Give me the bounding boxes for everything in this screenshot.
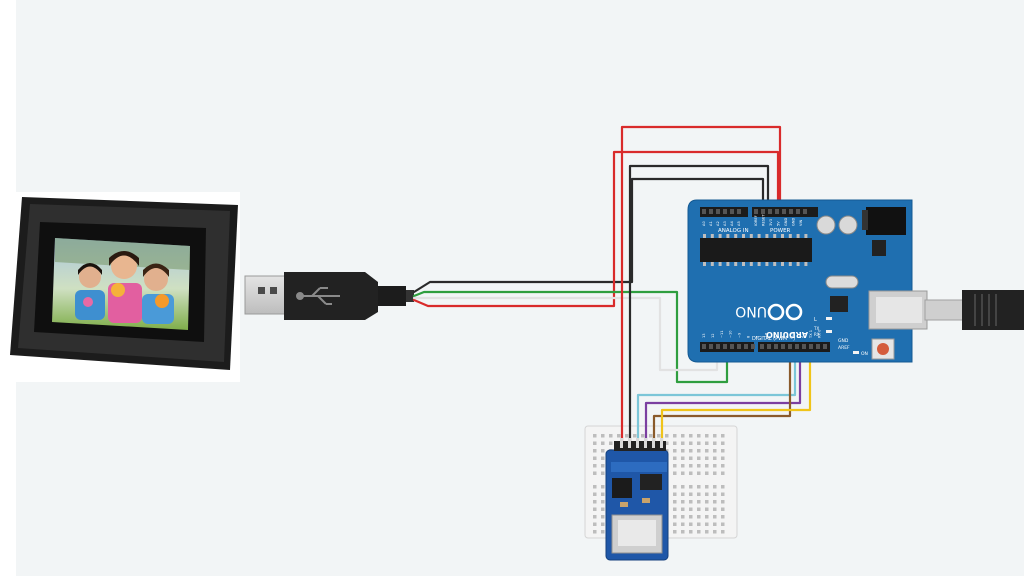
arduino-uno-board: ANALOG IN POWER DIGITAL (PWM ~) AREF GND… [687, 199, 928, 363]
power-pin-label: GND [792, 218, 796, 226]
power-pin-label: GND [784, 218, 788, 226]
digital-header-high [758, 342, 830, 352]
digital-pin-label: 13 [702, 333, 706, 338]
digital-pin-label: ~9 [738, 332, 742, 338]
digital-pin-label: TX 1 [809, 330, 813, 339]
atmega-chip-legs [703, 234, 808, 266]
power-pin-label: VIN [799, 219, 803, 226]
analog-pin-label: A2 [716, 221, 720, 226]
sd-gnd-wire [628, 164, 770, 448]
power-pin-label: IOREF [754, 215, 758, 226]
digital-pin-label: RX 0 [818, 329, 822, 338]
jumper-wires [412, 125, 812, 448]
gnd-label: GND [838, 338, 849, 344]
power-header-label: POWER [770, 228, 791, 234]
analog-pin-label: A4 [730, 221, 734, 226]
atmega-chip [700, 238, 812, 262]
digital-pin-label: ~6 [764, 332, 768, 338]
usb-wire-green [412, 290, 729, 384]
digital-pin-label: ~5 [773, 333, 777, 338]
crystal [825, 275, 859, 289]
digital-pin-label: ~11 [720, 330, 724, 338]
capacitor-1 [816, 215, 836, 235]
led-l-label: L [814, 317, 817, 323]
reset-button-cap [877, 343, 889, 355]
usb-wire-black [412, 177, 765, 294]
analog-pin-label: A3 [723, 221, 727, 226]
power-pin-label: 5V [777, 221, 781, 226]
sd-regulator-chip [640, 474, 662, 490]
digital-pin-label: ~10 [729, 330, 733, 338]
power-pin-label: RESET [762, 214, 766, 226]
led-tx-label: TX [813, 326, 819, 331]
sd-pin-header [614, 441, 666, 451]
arduino-model-label: UNO [735, 303, 767, 319]
sd-vcc-wire [620, 125, 782, 448]
digital-pin-label: 8 [747, 335, 751, 338]
sd-sck-wire [644, 354, 802, 448]
digital-pin-label: 7 [755, 336, 759, 338]
arduino-brand-label: ARDUINO [766, 330, 808, 339]
frame-photo [52, 238, 190, 330]
digital-pin-label: 2 [800, 336, 804, 338]
sd-cs-wire [660, 354, 812, 448]
lollipop-icon [83, 297, 93, 307]
lollipop-icon [111, 283, 125, 297]
arduino-branding: ARDUINO UNO [735, 303, 808, 339]
arduino-logo-icon [767, 303, 803, 321]
sd-header-pins [620, 438, 663, 448]
power-pin-label: 3V3 [769, 219, 773, 226]
sd-level-shifter-chip [612, 478, 632, 498]
aref-label: AREF [838, 345, 850, 351]
sd-miso-wire [636, 354, 797, 448]
sd-mosi-wire [652, 354, 792, 448]
usb-wire-white [412, 296, 719, 372]
digital-pin-label: 12 [711, 333, 715, 338]
power-jack [866, 207, 906, 235]
analog-pin-label: A0 [702, 221, 706, 226]
analog-pin-label: A1 [709, 221, 713, 226]
usb-logo-icon [296, 287, 340, 305]
usb-a-cable [244, 272, 414, 320]
micro-sd-card-module [605, 438, 669, 561]
digital-header-label: DIGITAL (PWM ~) [752, 336, 795, 342]
usb-b-cable [924, 290, 1024, 330]
usb-wire-red [412, 150, 780, 308]
analog-header-label: ANALOG IN [718, 228, 749, 234]
digital-pin-label: ~3 [791, 333, 795, 338]
capacitor-2 [838, 215, 858, 235]
led-rx-label: RX [814, 332, 820, 337]
lollipop-icon [155, 294, 169, 308]
led-on-label: ON [861, 351, 868, 357]
analog-pin-label: A5 [737, 221, 741, 226]
digital-photo-frame [0, 192, 240, 382]
header-pin-holes [702, 209, 827, 349]
digital-pin-label: 4 [782, 335, 786, 338]
